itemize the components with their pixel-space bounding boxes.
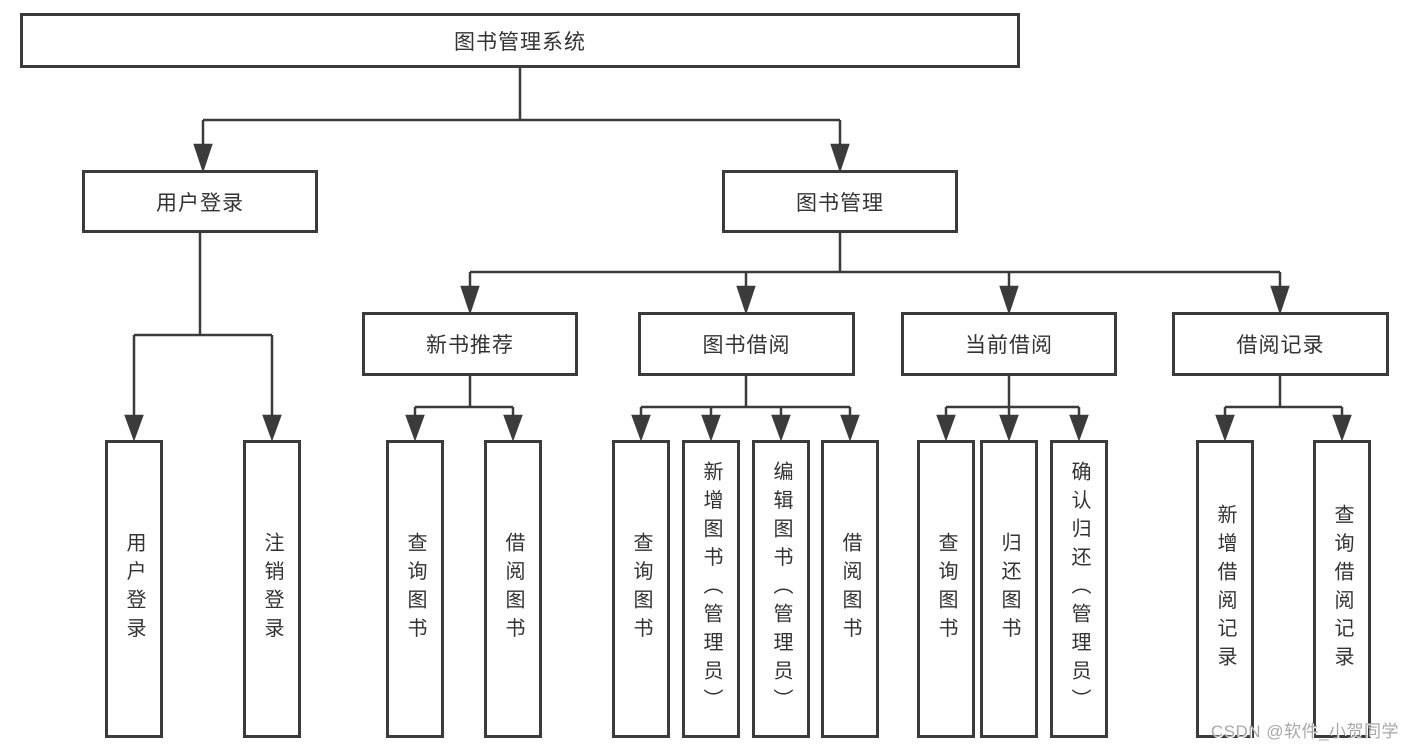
arrowhead (1332, 414, 1352, 442)
leaf-newbook-borrow-books: 借阅图书 (484, 440, 542, 738)
leaf-borrow-borrow-books: 借阅图书 (821, 440, 879, 738)
node-book-management: 图书管理 (722, 170, 958, 233)
arrowhead (405, 414, 425, 442)
arrowhead (936, 414, 956, 442)
node-root-label: 图书管理系统 (454, 30, 586, 54)
leaf-return-books: 归还图书 (980, 440, 1038, 738)
arrowhead (999, 285, 1019, 315)
arrowhead (736, 285, 756, 315)
arrowhead (460, 285, 480, 315)
leaf-confirm-return-admin: 确认归还（管理员） (1050, 440, 1108, 738)
leaf-newbook-query-books: 查询图书 (386, 440, 444, 738)
node-book-borrow: 图书借阅 (638, 312, 855, 376)
leaf-confirm-return-admin-label: 确认归还（管理员） (1068, 461, 1090, 717)
arrowhead (999, 414, 1019, 442)
connector-book-borrow-to-leaves (631, 376, 860, 442)
node-borrow-records-label: 借阅记录 (1236, 334, 1325, 357)
leaf-user-login: 用户登录 (105, 440, 163, 738)
connector-user-login-to-leaves (124, 233, 282, 442)
node-new-book-recommend: 新书推荐 (362, 312, 578, 376)
arrowhead (771, 414, 791, 442)
leaf-borrow-borrow-books-label: 借阅图书 (839, 532, 861, 646)
leaf-return-books-label: 归还图书 (998, 532, 1020, 646)
leaf-newbook-borrow-books-label: 借阅图书 (502, 532, 524, 646)
node-book-management-label: 图书管理 (796, 191, 884, 215)
connector-book-management-to-level3 (460, 233, 1290, 315)
leaf-logout-label: 注销登录 (261, 532, 283, 646)
leaf-query-borrow-record-label: 查询借阅记录 (1331, 503, 1353, 675)
connector-new-book-to-leaves (405, 376, 523, 442)
node-user-login: 用户登录 (82, 170, 318, 233)
leaf-user-login-label: 用户登录 (123, 532, 145, 646)
node-book-borrow-label: 图书借阅 (702, 334, 791, 357)
node-borrow-records: 借阅记录 (1172, 312, 1389, 376)
connector-root-to-level2 (193, 68, 850, 173)
watermark: CSDN @软件_小贺同学 (1210, 722, 1399, 741)
connector-borrow-records-to-leaves (1215, 376, 1352, 442)
arrowhead (631, 414, 651, 442)
node-user-login-label: 用户登录 (156, 191, 244, 215)
arrowhead (840, 414, 860, 442)
arrowhead (262, 414, 282, 442)
leaf-add-books-admin-label: 新增图书（管理员） (700, 461, 722, 717)
node-root: 图书管理系统 (20, 13, 1020, 68)
arrowhead (830, 143, 850, 173)
leaf-add-borrow-record: 新增借阅记录 (1196, 440, 1254, 738)
leaf-edit-books-admin: 编辑图书（管理员） (752, 440, 810, 738)
leaf-add-books-admin: 新增图书（管理员） (682, 440, 740, 738)
leaf-logout: 注销登录 (243, 440, 301, 738)
connector-current-borrow-to-leaves (936, 376, 1089, 442)
arrowhead (1069, 414, 1089, 442)
node-current-borrow: 当前借阅 (901, 312, 1117, 376)
node-current-borrow-label: 当前借阅 (965, 334, 1053, 357)
leaf-current-query-books-label: 查询图书 (935, 532, 957, 646)
leaf-newbook-query-books-label: 查询图书 (404, 532, 426, 646)
leaf-edit-books-admin-label: 编辑图书（管理员） (770, 461, 792, 717)
arrowhead (1270, 285, 1290, 315)
leaf-borrow-query-books: 查询图书 (612, 440, 670, 738)
arrowhead (503, 414, 523, 442)
arrowhead (1215, 414, 1235, 442)
arrowhead (193, 143, 213, 173)
leaf-borrow-query-books-label: 查询图书 (630, 532, 652, 646)
leaf-add-borrow-record-label: 新增借阅记录 (1214, 503, 1236, 675)
arrowhead (701, 414, 721, 442)
node-new-book-recommend-label: 新书推荐 (426, 334, 514, 357)
leaf-current-query-books: 查询图书 (917, 440, 975, 738)
arrowhead (124, 414, 144, 442)
leaf-query-borrow-record: 查询借阅记录 (1313, 440, 1371, 738)
